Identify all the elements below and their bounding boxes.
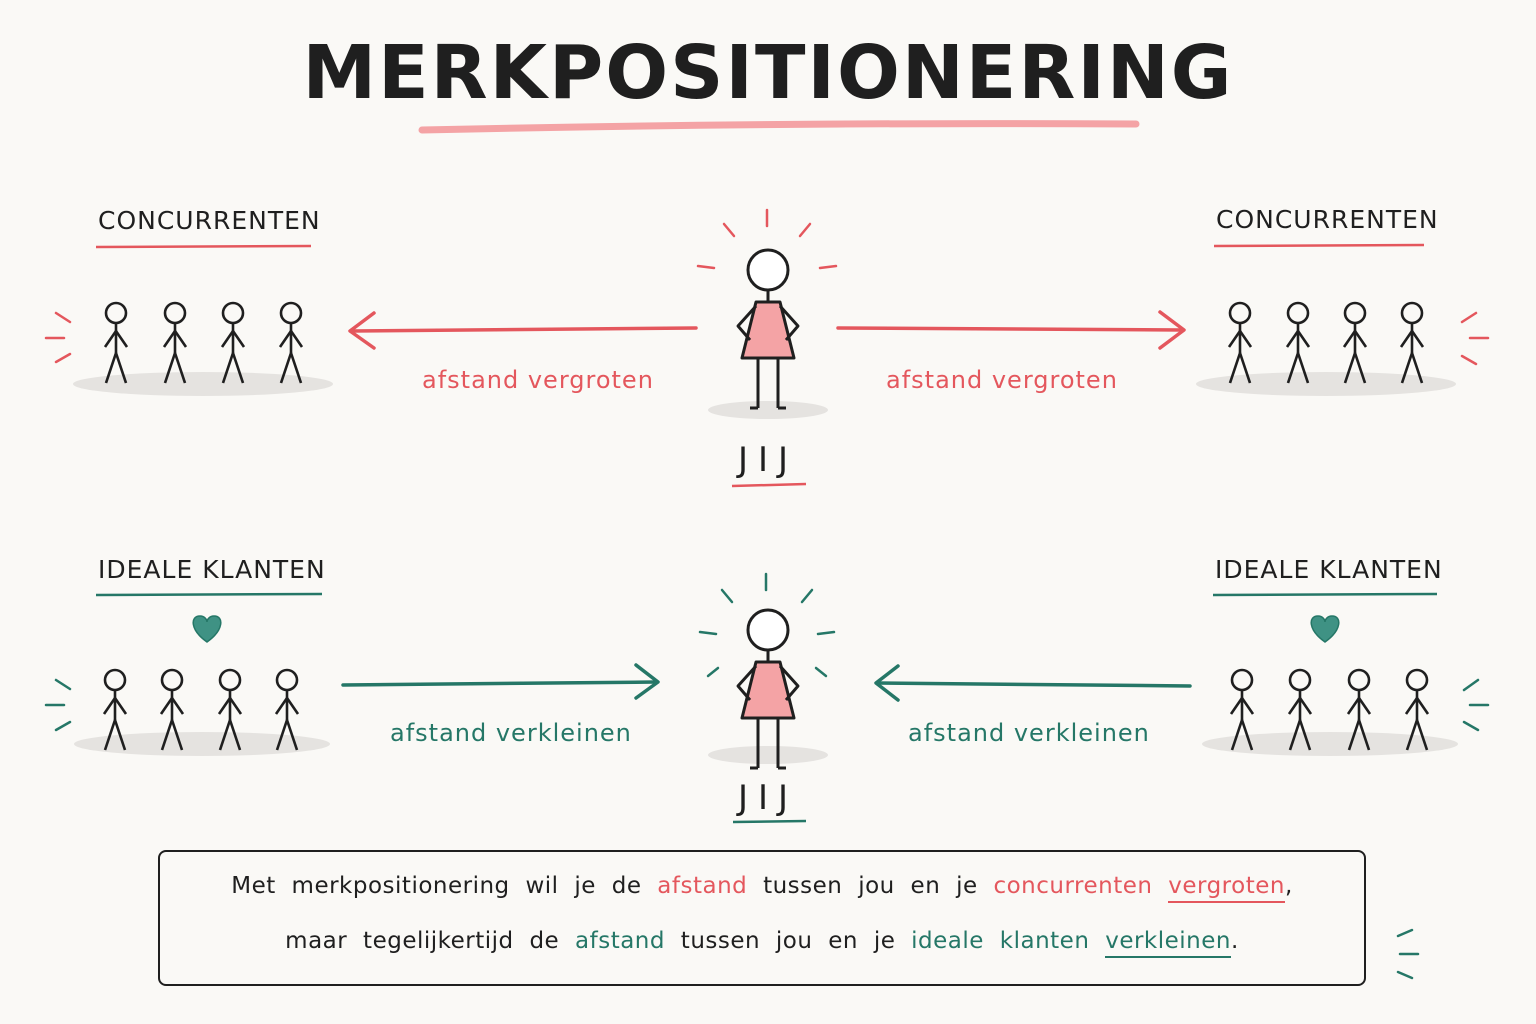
top-left-group-label: CONCURRENTEN (98, 206, 321, 235)
jij-figure-top (736, 248, 800, 410)
bottom-right-arrow-label: afstand verkleinen (908, 719, 1150, 747)
caption-line-2: maar tegelijkertijd de afstand tussen jo… (158, 928, 1366, 958)
bottom-left-group-label: IDEALE KLANTEN (98, 555, 326, 584)
caption-line-1: Met merkpositionering wil je de afstand … (158, 873, 1366, 903)
arrow-left-icon (348, 311, 698, 350)
bottom-right-label-underline (1212, 592, 1438, 597)
bottom-left-label-underline (95, 592, 323, 597)
bottom-left-arrow-label: afstand verkleinen (390, 719, 632, 747)
top-right-group-label: CONCURRENTEN (1216, 205, 1439, 234)
heart-icon (192, 615, 222, 643)
arrow-left-icon (874, 664, 1192, 702)
jij-label-bottom: JIJ (738, 778, 799, 818)
jij-label-top: JIJ (738, 440, 799, 480)
top-right-arrow-label: afstand vergroten (886, 366, 1118, 394)
caption-box (158, 850, 1366, 986)
competitor-group-top-right (1227, 301, 1425, 385)
top-left-label-underline (95, 244, 312, 249)
arrow-right-icon (836, 310, 1186, 350)
jij-figure-bottom (736, 608, 800, 770)
page-title: MERKPOSITIONERING (302, 30, 1234, 116)
competitor-group-top-left (103, 301, 304, 385)
top-right-label-underline (1213, 243, 1425, 248)
top-left-arrow-label: afstand vergroten (422, 366, 654, 394)
arrow-right-icon (341, 663, 660, 700)
bottom-right-group-label: IDEALE KLANTEN (1215, 555, 1443, 584)
heart-icon (1310, 615, 1340, 643)
title-underline (418, 120, 1140, 134)
